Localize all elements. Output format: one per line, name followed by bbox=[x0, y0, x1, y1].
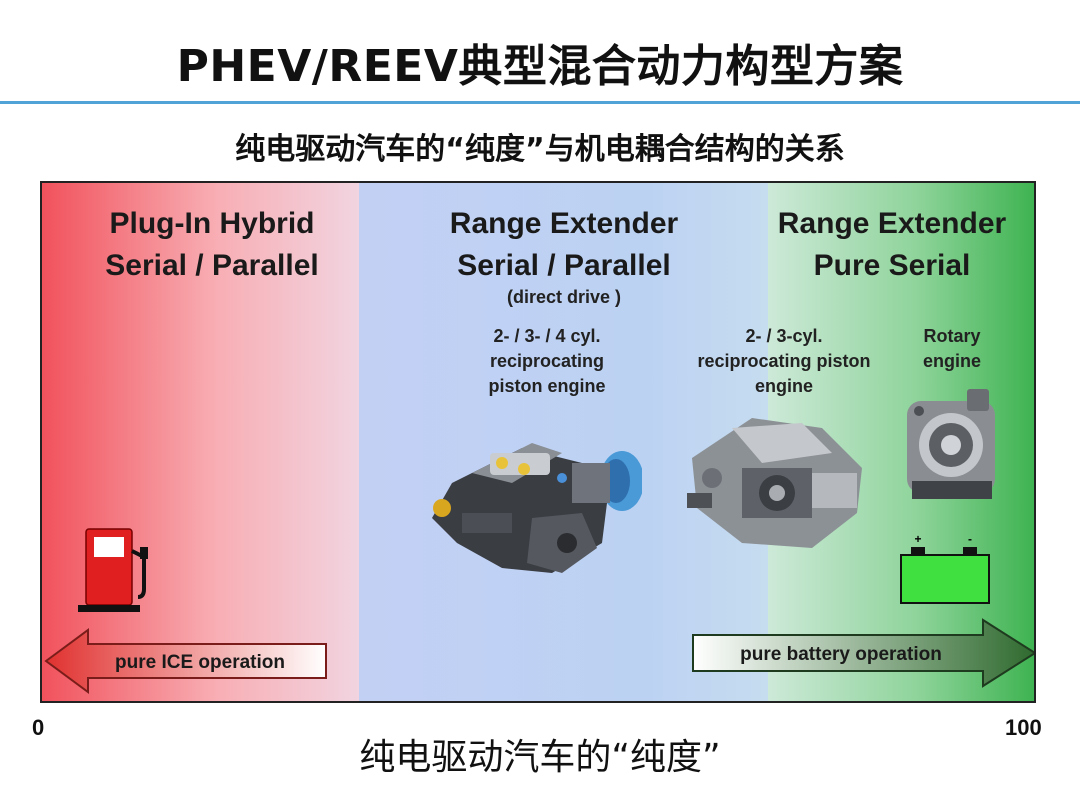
engine-label-line: reciprocating piston bbox=[697, 351, 871, 371]
zone-heading-pure-serial: Range Extender Pure Serial bbox=[752, 203, 1032, 287]
arrow-label-left: pure ICE operation bbox=[115, 652, 285, 673]
x-axis-line bbox=[40, 701, 1036, 703]
battery-icon: + - bbox=[900, 535, 990, 604]
engine-label-line: 2- / 3- / 4 cyl. bbox=[493, 326, 601, 346]
zone-note-direct-drive: (direct drive ) bbox=[506, 287, 622, 307]
engine-label-line: reciprocating bbox=[489, 351, 605, 371]
axis-max-label: 100 bbox=[1005, 715, 1042, 740]
hybrid-spectrum-diagram: Plug-In Hybrid Serial / Parallel Range E… bbox=[40, 181, 1036, 702]
zone-heading-line: Range Extender bbox=[449, 207, 679, 240]
engine-label-2: 2- / 3-cyl. reciprocating piston engine bbox=[674, 324, 894, 399]
rotary-engine-icon bbox=[907, 389, 995, 499]
axis-min-label: 0 bbox=[32, 715, 45, 740]
zone-heading-line: Serial / Parallel bbox=[105, 249, 319, 282]
engine-gearbox-icon bbox=[432, 443, 642, 573]
x-axis-title: 纯电驱动汽车的“纯度” bbox=[359, 737, 721, 778]
engine-label-line: Rotary bbox=[923, 326, 981, 346]
pure-battery-arrow: pure battery operation bbox=[692, 618, 1034, 688]
engine-label-line: engine bbox=[754, 376, 813, 396]
engine-generator-icon bbox=[687, 418, 862, 548]
slide-subtitle: 纯电驱动汽车的“纯度”与机电耦合结构的关系 bbox=[235, 132, 845, 167]
engine-label-3: Rotary engine bbox=[902, 324, 1002, 374]
zone-heading-reev: Range Extender Serial / Parallel bbox=[359, 203, 769, 287]
arrow-label-right: pure battery operation bbox=[740, 644, 942, 665]
zone-heading-line: Range Extender bbox=[777, 207, 1007, 240]
slide-title: PHEV/REEV典型混合动力构型方案 bbox=[176, 41, 904, 92]
svg-text:+: + bbox=[914, 535, 921, 546]
engine-label-line: engine bbox=[922, 351, 981, 371]
zone-range-extender-direct bbox=[359, 183, 768, 702]
engine-label-line: piston engine bbox=[488, 376, 606, 396]
zone-heading-line: Plug-In Hybrid bbox=[109, 207, 315, 240]
fuel-pump-icon bbox=[78, 528, 148, 612]
svg-text:-: - bbox=[968, 535, 972, 546]
zone-plugin-hybrid bbox=[42, 183, 359, 702]
zone-heading-line: Pure Serial bbox=[813, 249, 971, 282]
zone-heading-phev: Plug-In Hybrid Serial / Parallel bbox=[42, 203, 382, 287]
zone-heading-line: Serial / Parallel bbox=[457, 249, 671, 282]
pure-ice-arrow: pure ICE operation bbox=[44, 628, 327, 694]
title-divider bbox=[0, 101, 1080, 104]
engine-label-1: 2- / 3- / 4 cyl. reciprocating piston en… bbox=[442, 324, 652, 399]
engine-label-line: 2- / 3-cyl. bbox=[745, 326, 823, 346]
